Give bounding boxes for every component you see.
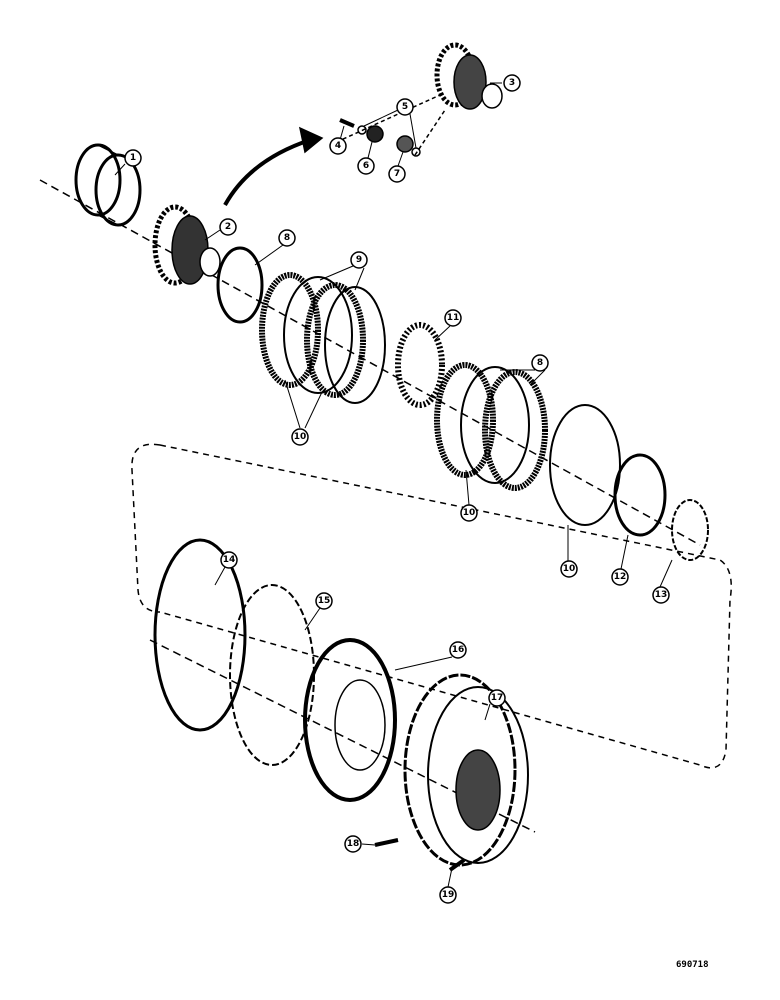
part-pin: [339, 118, 355, 128]
callout-8: 8: [531, 354, 549, 372]
callout-2: 2: [219, 218, 237, 236]
callout-4: 4: [329, 137, 347, 155]
callout-number: 11: [447, 313, 460, 323]
callout-number: 10: [294, 432, 307, 442]
part-clutch-plates-lower: [434, 362, 548, 491]
callout-circle: [350, 251, 368, 269]
callout-circle: [357, 157, 375, 175]
upper-center-axis: [39, 179, 701, 546]
callout-number: 8: [537, 358, 543, 368]
callout-circle: [460, 504, 478, 522]
callout-circle: [388, 165, 406, 183]
callout-number: 14: [223, 555, 236, 565]
callout-circle: [329, 137, 347, 155]
callout-circle: [611, 568, 629, 586]
callout-number: 18: [347, 839, 360, 849]
callout-circle: [503, 74, 521, 92]
part-large-seal-ring: [153, 538, 247, 732]
callout-circle: [444, 309, 462, 327]
part-washer: [357, 125, 367, 135]
callout-number: 17: [491, 693, 504, 703]
curved-arrow: [223, 138, 311, 206]
callout-circle: [531, 354, 549, 372]
callout-number: 8: [284, 233, 290, 243]
callout-13: 13: [652, 586, 670, 604]
callout-10: 10: [460, 504, 478, 522]
callout-10: 10: [560, 560, 578, 578]
detail-dashed-lines: [329, 94, 446, 156]
callout-18: 18: [344, 835, 362, 853]
callout-number: 4: [335, 141, 341, 151]
part-screw: [374, 838, 399, 847]
callout-14: 14: [220, 551, 238, 569]
callout-circle: [344, 835, 362, 853]
callout-6: 6: [357, 157, 375, 175]
callout-circle: [449, 641, 467, 659]
part-piston: [303, 638, 397, 802]
callout-circle: [220, 551, 238, 569]
callout-number: 3: [509, 78, 515, 88]
part-hub: [395, 322, 445, 408]
callout-circle: [124, 149, 142, 167]
part-seal-ring: [613, 453, 667, 537]
callout-5: 5: [396, 98, 414, 116]
callout-3: 3: [503, 74, 521, 92]
callout-16: 16: [449, 641, 467, 659]
callout-circle: [315, 592, 333, 610]
callout-9: 9: [350, 251, 368, 269]
part-planet-carrier: [152, 204, 221, 286]
callout-number: 5: [402, 102, 408, 112]
callout-12: 12: [611, 568, 629, 586]
figure-number: 690718: [676, 960, 709, 970]
part-carrier-detail: [434, 42, 503, 110]
part-needle-bearing: [396, 135, 414, 153]
callout-number: 2: [225, 222, 231, 232]
callout-number: 12: [614, 572, 627, 582]
callout-7: 7: [388, 165, 406, 183]
part-wave-spring-small: [671, 499, 709, 561]
callout-17: 17: [488, 689, 506, 707]
part-clutch-plates-upper: [259, 272, 386, 404]
assembly-boundary-dashed: [131, 443, 732, 769]
callout-circle: [439, 886, 457, 904]
callout-10: 10: [291, 428, 309, 446]
callout-number: 7: [394, 169, 400, 179]
callout-circle: [652, 586, 670, 604]
callout-circle: [219, 218, 237, 236]
callout-11: 11: [444, 309, 462, 327]
callout-circle: [560, 560, 578, 578]
callout-19: 19: [439, 886, 457, 904]
callout-circle: [291, 428, 309, 446]
callout-number: 10: [563, 564, 576, 574]
callout-number: 15: [318, 596, 331, 606]
callout-number: 1: [130, 153, 136, 163]
callout-circle: [396, 98, 414, 116]
callout-number: 10: [463, 508, 476, 518]
part-roller: [366, 125, 384, 143]
callout-number: 6: [363, 161, 369, 171]
callout-number: 13: [655, 590, 668, 600]
callout-circle: [278, 229, 296, 247]
callout-number: 16: [452, 645, 465, 655]
callout-8: 8: [278, 229, 296, 247]
callout-15: 15: [315, 592, 333, 610]
part-snap-ring: [216, 246, 264, 324]
part-ring-gear: [74, 143, 142, 227]
callout-number: 9: [356, 255, 362, 265]
part-housing: [403, 673, 529, 867]
callout-1: 1: [124, 149, 142, 167]
callout-circle: [488, 689, 506, 707]
callout-number: 19: [442, 890, 455, 900]
part-pressure-plate: [549, 404, 621, 526]
leader-lines: [114, 82, 673, 888]
